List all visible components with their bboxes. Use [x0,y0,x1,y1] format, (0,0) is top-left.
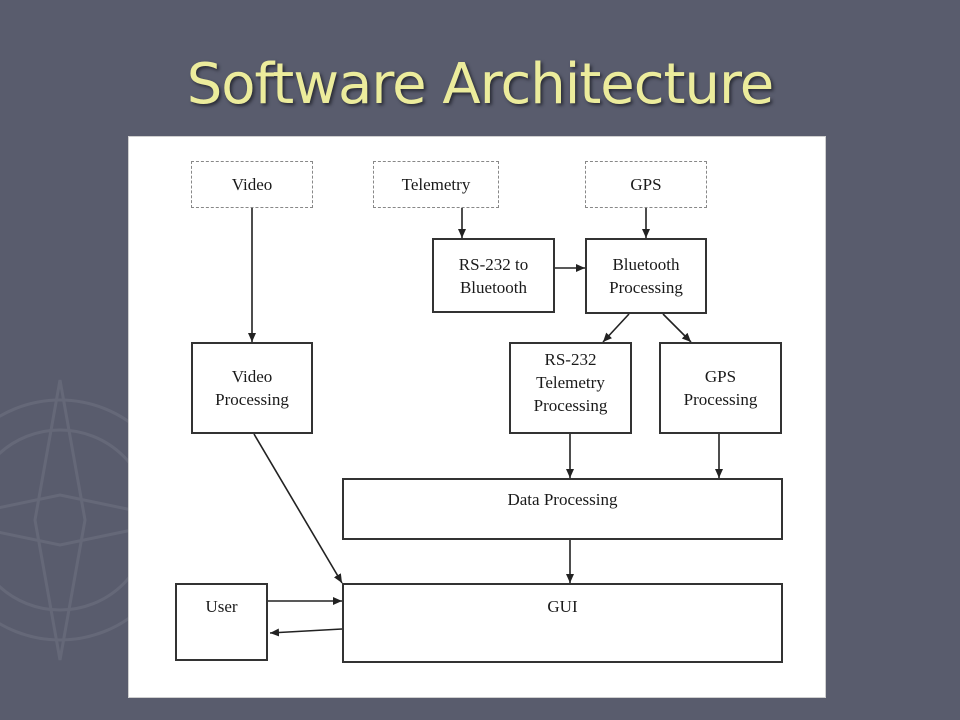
gps-processing-box: GPS Processing [659,342,782,434]
gps-source-box: GPS [585,161,707,208]
gui-box: GUI [342,583,783,663]
telemetry-source-box: Telemetry [373,161,499,208]
rs232-to-bluetooth-box: RS-232 to Bluetooth [432,238,555,313]
arrow-video-processing-to-gui [253,433,343,584]
rs232-telemetry-processing-box: RS-232 Telemetry Processing [509,342,632,434]
connector-layer [248,208,723,637]
arrow-bluetooth-to-telemetry-processing [602,313,630,343]
arrow-bluetooth-to-gps-processing [662,313,692,343]
data-processing-box: Data Processing [342,478,783,540]
video-processing-box: Video Processing [191,342,313,434]
arrow-gui-to-user [269,628,343,637]
bluetooth-processing-box: Bluetooth Processing [585,238,707,314]
video-source-box: Video [191,161,313,208]
user-box: User [175,583,268,661]
architecture-diagram: Video Telemetry GPS RS-232 to Bluetooth … [128,136,826,698]
slide-title: Software Architecture [186,52,775,117]
